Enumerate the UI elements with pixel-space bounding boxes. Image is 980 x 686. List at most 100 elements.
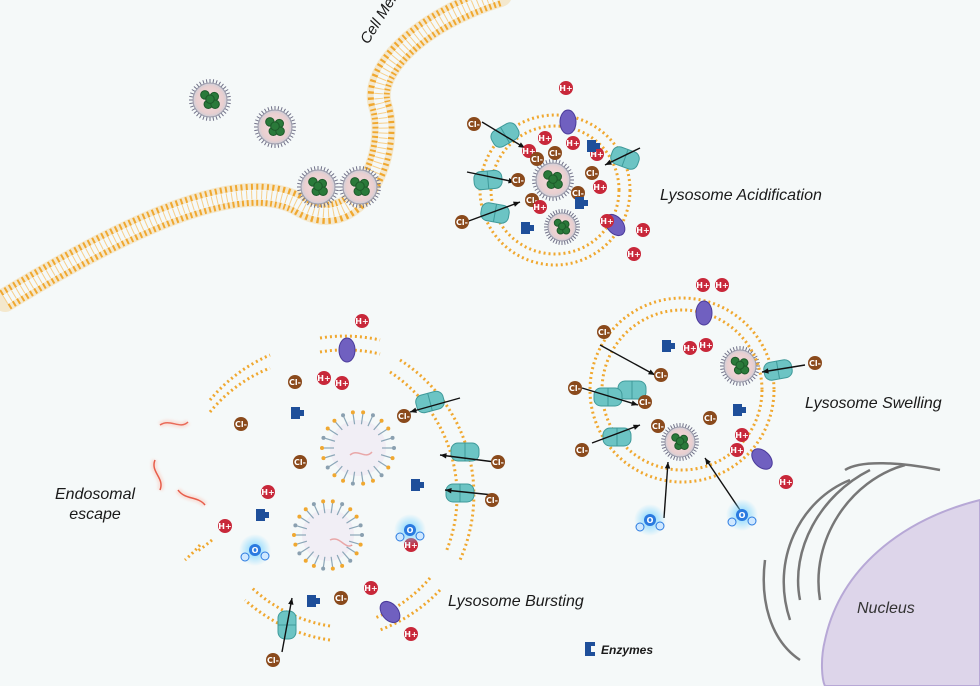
enzyme-icon bbox=[662, 340, 675, 352]
chloride-ion: Cl- bbox=[491, 455, 505, 469]
chloride-ion: Cl- bbox=[651, 419, 665, 433]
svg-text:H+: H+ bbox=[404, 630, 417, 639]
svg-text:Cl-: Cl- bbox=[652, 422, 664, 431]
svg-text:H+: H+ bbox=[261, 488, 274, 497]
svg-text:H+: H+ bbox=[335, 379, 348, 388]
transport-arrow bbox=[481, 121, 526, 149]
proton-ion: H+ bbox=[636, 223, 650, 237]
svg-text:Cl-: Cl- bbox=[526, 196, 538, 205]
svg-text:H+: H+ bbox=[566, 139, 579, 148]
proton-ion: H+ bbox=[355, 314, 369, 328]
svg-text:H+: H+ bbox=[636, 226, 649, 235]
proton-ion: H+ bbox=[779, 475, 793, 489]
chloride-ion: Cl- bbox=[654, 368, 668, 382]
svg-text:Cl-: Cl- bbox=[456, 218, 468, 227]
chloride-channel bbox=[473, 169, 503, 191]
svg-text:H+: H+ bbox=[355, 317, 368, 326]
chloride-channel bbox=[490, 122, 520, 148]
enzyme-icon bbox=[587, 140, 600, 152]
nanoparticle bbox=[297, 166, 339, 208]
svg-text:Cl-: Cl- bbox=[569, 384, 581, 393]
nanoparticle bbox=[532, 159, 574, 201]
proton-ion: H+ bbox=[699, 338, 713, 352]
transport-arrow bbox=[599, 344, 656, 376]
chloride-ion: Cl- bbox=[638, 395, 652, 409]
water-molecule: O bbox=[634, 504, 666, 536]
chloride-ion: Cl- bbox=[293, 455, 307, 469]
proton-ion: H+ bbox=[538, 131, 552, 145]
transport-arrow bbox=[761, 364, 806, 374]
svg-text:H+: H+ bbox=[600, 217, 613, 226]
enzyme-icon bbox=[521, 222, 534, 234]
chloride-ion: Cl- bbox=[703, 411, 717, 425]
proton-ion: H+ bbox=[364, 581, 378, 595]
nanoparticle bbox=[254, 106, 296, 148]
transport-arrow bbox=[591, 424, 641, 444]
enzyme-icon bbox=[411, 479, 424, 491]
svg-text:Cl-: Cl- bbox=[639, 398, 651, 407]
bursting-label: Lysosome Bursting bbox=[448, 593, 584, 610]
transport-arrow bbox=[444, 487, 494, 496]
enzyme-icon bbox=[256, 509, 269, 521]
chloride-channel bbox=[450, 442, 480, 462]
svg-text:H+: H+ bbox=[696, 281, 709, 290]
proton-ion: H+ bbox=[627, 247, 641, 261]
swelling-label: Lysosome Swelling bbox=[805, 395, 942, 412]
svg-text:Cl-: Cl- bbox=[655, 371, 667, 380]
chloride-ion: Cl- bbox=[234, 417, 248, 431]
svg-text:Cl-: Cl- bbox=[398, 412, 410, 421]
chloride-ion: Cl- bbox=[455, 215, 469, 229]
svg-text:Cl-: Cl- bbox=[572, 189, 584, 198]
nucleus-label: Nucleus bbox=[857, 600, 915, 617]
chloride-channel bbox=[602, 427, 632, 447]
transport-arrow bbox=[663, 461, 671, 519]
chloride-ion: Cl- bbox=[575, 443, 589, 457]
lysosome-bursting bbox=[184, 334, 476, 642]
svg-text:H+: H+ bbox=[317, 374, 330, 383]
chloride-ion: Cl- bbox=[511, 173, 525, 187]
proton-ion: H+ bbox=[559, 81, 573, 95]
svg-text:Cl-: Cl- bbox=[598, 328, 610, 337]
svg-text:H+: H+ bbox=[779, 478, 792, 487]
svg-text:Cl-: Cl- bbox=[294, 458, 306, 467]
chloride-ion: Cl- bbox=[397, 409, 411, 423]
svg-text:Cl-: Cl- bbox=[492, 458, 504, 467]
ions: H+Cl-H+H+H+Cl-H+Cl-Cl-Cl-H+Cl-Cl-H+Cl-H+… bbox=[218, 81, 822, 667]
svg-text:H+: H+ bbox=[538, 134, 551, 143]
svg-text:H+: H+ bbox=[559, 84, 572, 93]
proton-ion: H+ bbox=[533, 200, 547, 214]
water-molecule: O bbox=[239, 534, 271, 566]
proton-ion: H+ bbox=[566, 136, 580, 150]
proton-ion: H+ bbox=[218, 519, 232, 533]
svg-text:H+: H+ bbox=[218, 522, 231, 531]
enzyme-icon bbox=[733, 404, 746, 416]
chloride-ion: Cl- bbox=[808, 356, 822, 370]
proton-ion: H+ bbox=[404, 627, 418, 641]
svg-text:Cl-: Cl- bbox=[512, 176, 524, 185]
chloride-channel bbox=[610, 146, 640, 170]
svg-text:Cl-: Cl- bbox=[549, 149, 561, 158]
chloride-ion: Cl- bbox=[571, 186, 585, 200]
cell-membrane bbox=[0, 0, 511, 312]
chloride-channel bbox=[593, 387, 623, 407]
proton-ion: H+ bbox=[715, 278, 729, 292]
svg-text:O: O bbox=[407, 526, 414, 535]
enzyme-legend-icon bbox=[585, 642, 595, 656]
svg-text:H+: H+ bbox=[699, 341, 712, 350]
svg-text:H+: H+ bbox=[533, 203, 546, 212]
svg-text:Cl-: Cl- bbox=[809, 359, 821, 368]
proton-ion: H+ bbox=[261, 485, 275, 499]
svg-text:Cl-: Cl- bbox=[235, 420, 247, 429]
proton-ion: H+ bbox=[735, 428, 749, 442]
proton-ion: H+ bbox=[696, 278, 710, 292]
proton-pump bbox=[695, 300, 713, 326]
chloride-ion: Cl- bbox=[467, 117, 481, 131]
chloride-ion: Cl- bbox=[585, 166, 599, 180]
proton-ion: H+ bbox=[600, 214, 614, 228]
svg-text:H+: H+ bbox=[715, 281, 728, 290]
proton-ion: H+ bbox=[317, 371, 331, 385]
proton-ion: H+ bbox=[335, 376, 349, 390]
